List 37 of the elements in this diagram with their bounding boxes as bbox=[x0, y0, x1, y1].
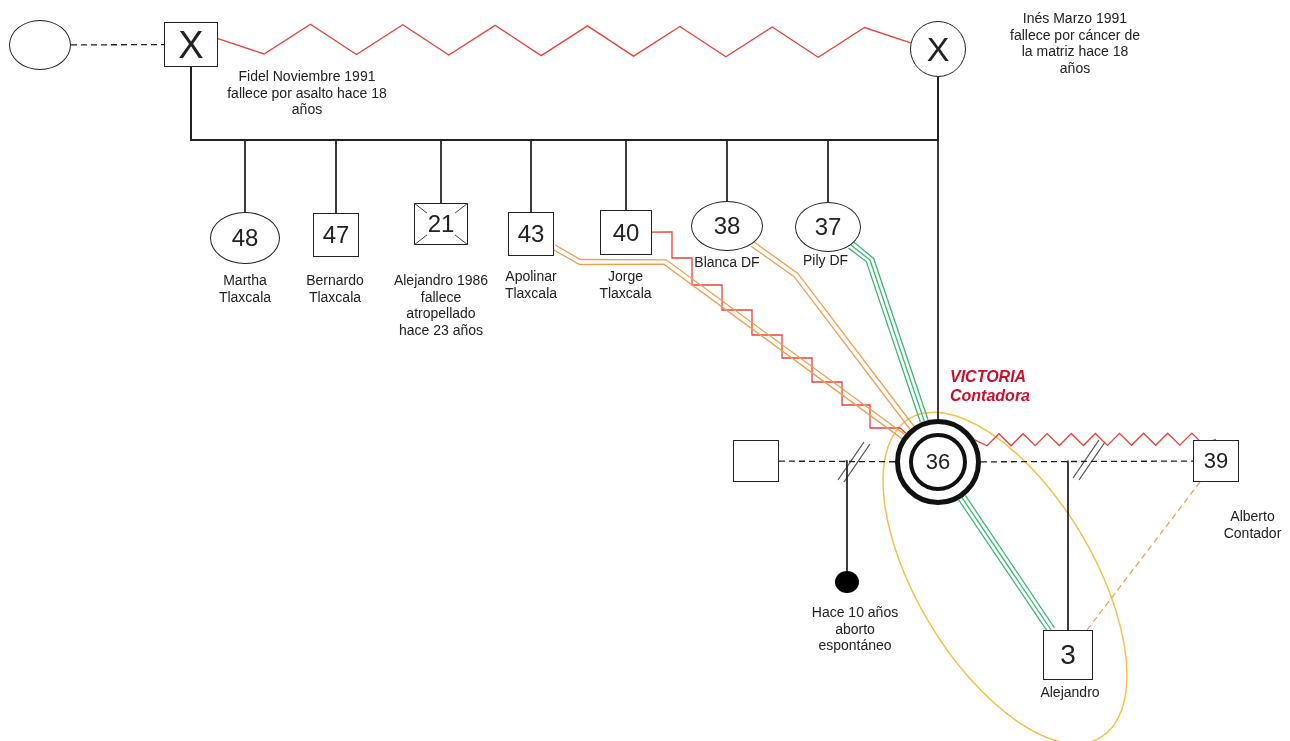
person-caption: Jorge Tlaxcala bbox=[598, 268, 653, 302]
descent-line bbox=[846, 461, 896, 572]
person-square: 39 bbox=[1193, 440, 1239, 482]
person-caption: Inés Marzo 1991 fallece por cáncer de la matriz hace 18 años bbox=[1009, 10, 1141, 77]
person-caption: Fidel Noviembre 1991 fallece por asalto hace 18 años bbox=[226, 68, 388, 118]
person-caption: Bernardo Tlaxcala bbox=[305, 272, 365, 306]
person-square: 43 bbox=[508, 212, 554, 256]
conflict-zigzag-line bbox=[974, 432, 1217, 447]
person-square: 40 bbox=[600, 210, 652, 255]
person-caption: Martha Tlaxcala bbox=[217, 272, 273, 306]
person-square: 47 bbox=[313, 213, 359, 257]
person-square bbox=[733, 440, 779, 482]
person-caption: Alejandro bbox=[1039, 684, 1101, 701]
person-circle: X bbox=[910, 21, 966, 77]
person-caption: Apolinar Tlaxcala bbox=[503, 268, 559, 302]
person-caption: Blanca DF bbox=[693, 254, 761, 271]
person-caption: Pily DF bbox=[801, 252, 850, 269]
person-caption: Alberto Contador bbox=[1222, 508, 1283, 542]
close-relationship-double-line bbox=[552, 244, 906, 440]
person-caption: Hace 10 años aborto espontáneo bbox=[810, 604, 900, 654]
conflict-zigzag-line bbox=[217, 23, 912, 59]
person-square: X bbox=[164, 22, 218, 67]
very-close-relationship-triple-line bbox=[847, 241, 929, 424]
person-circle: 37 bbox=[795, 202, 861, 252]
index-person-double-circle: 36 bbox=[895, 419, 981, 505]
dashed-relationship-line bbox=[1086, 481, 1201, 631]
deceased-person-square: 21 bbox=[414, 203, 468, 245]
miscarriage-dot bbox=[835, 571, 859, 593]
person-name-label: VICTORIA Contadora bbox=[950, 368, 1031, 406]
relationship-line bbox=[937, 76, 939, 420]
person-circle: 48 bbox=[210, 212, 280, 264]
close-relationship-double-line bbox=[750, 241, 915, 430]
person-caption: Alejandro 1986 fallece atropellado hace 23 años bbox=[392, 272, 490, 339]
person-square: 3 bbox=[1043, 630, 1093, 680]
dashed-relationship-line bbox=[70, 43, 165, 46]
person-circle: 38 bbox=[691, 201, 763, 251]
relationship-line bbox=[651, 231, 907, 434]
